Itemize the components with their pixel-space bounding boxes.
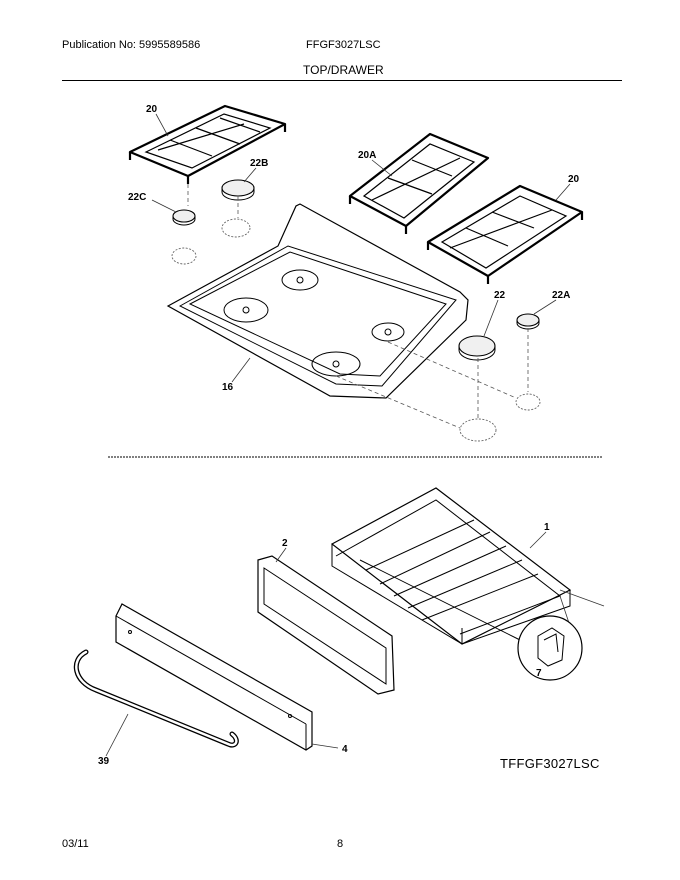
callout-drawer-body: 1	[544, 522, 550, 533]
burner-head-front-right	[459, 418, 497, 442]
callout-grate-left: 20	[146, 104, 158, 115]
callout-cap-22: 22	[494, 290, 506, 301]
callout-cap-22b: 22B	[250, 158, 268, 169]
leader-cap-22b	[243, 167, 257, 183]
cooktop[interactable]	[166, 203, 469, 399]
burner-cap-22[interactable]	[458, 335, 496, 361]
detail-leader	[559, 589, 605, 607]
footer-date: 03/11	[62, 838, 89, 850]
callout-drawer-front: 4	[342, 744, 348, 755]
footer-page-number: 8	[337, 838, 344, 850]
leader-cap-22a	[533, 299, 557, 315]
leader-drawer-body	[529, 531, 547, 549]
diagram-model-label: TFFGF3027LSC	[500, 756, 600, 771]
leader-handle	[105, 713, 129, 757]
callout-grate-middle: 20A	[358, 150, 376, 161]
callout-drawer-glass: 2	[282, 538, 288, 549]
detail-leader	[559, 595, 571, 627]
drawer-handle[interactable]	[73, 649, 239, 748]
burner-head-front-left	[171, 247, 197, 265]
publication-number: Publication No: 5995589586	[62, 39, 201, 51]
leader-grate-left	[155, 113, 169, 137]
model-number: FFGF3027LSC	[306, 39, 381, 51]
callout-clip: 7	[536, 668, 542, 679]
guide-line	[335, 375, 461, 429]
burner-head-rear-left	[221, 218, 251, 238]
grate-right[interactable]	[426, 184, 584, 284]
leader-grate-right	[555, 183, 571, 201]
callout-handle: 39	[98, 756, 110, 767]
callout-cooktop: 16	[222, 382, 234, 393]
callout-cap-22a: 22A	[552, 290, 570, 301]
callout-grate-right: 20	[568, 174, 580, 185]
grate-middle[interactable]	[348, 132, 490, 234]
leader-drawer-front	[311, 743, 339, 749]
callout-cap-22c: 22C	[128, 192, 146, 203]
leader-drawer-glass	[275, 547, 287, 563]
leader-cap-22c	[151, 199, 177, 213]
clip-detail[interactable]	[517, 615, 583, 681]
leader-cap-22	[483, 299, 499, 337]
drawer-front[interactable]	[115, 603, 313, 751]
leader-cooktop	[231, 357, 251, 383]
grate-left[interactable]	[128, 104, 287, 184]
leader-grate-middle	[371, 159, 393, 177]
section-title: TOP/DRAWER	[303, 63, 384, 77]
header-rule	[62, 80, 622, 81]
burner-cap-22c[interactable]	[172, 209, 196, 226]
burner-cap-22b[interactable]	[221, 179, 255, 201]
drawer-body[interactable]	[330, 487, 572, 645]
burner-head-rear-right	[515, 393, 541, 411]
drawer-glass[interactable]	[257, 555, 395, 695]
burner-cap-22a[interactable]	[516, 313, 540, 330]
guide-line	[387, 341, 517, 399]
